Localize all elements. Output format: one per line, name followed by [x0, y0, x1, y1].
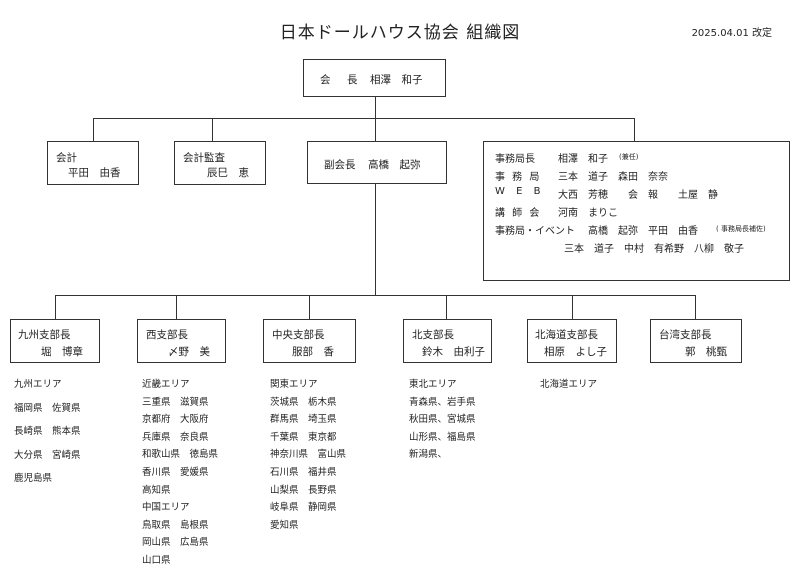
- vice-president-box: 副会長 高橋 起弥: [307, 141, 447, 184]
- connector-line: [375, 183, 376, 295]
- area-list-kyushu: 九州エリア 福岡県 佐賀県 長崎県 熊本県 大分県 宮崎県 鹿児島県: [14, 376, 81, 488]
- area-list-item: 九州エリア: [14, 379, 62, 390]
- secretariat-role: W E B: [495, 186, 545, 197]
- connector-line: [55, 295, 695, 296]
- area-list-item: 愛知県: [270, 519, 299, 531]
- president-role: 会 長: [320, 74, 361, 86]
- connector-line: [212, 118, 213, 141]
- area-list-item: 石川県 福井県: [270, 466, 337, 478]
- area-list-item: 山梨県 長野県: [270, 484, 337, 496]
- secretariat-names: 大西 芳穂 会 報 土屋 静: [558, 190, 718, 201]
- branch-box-kyushu: 九州支部長 堀 博章: [10, 319, 100, 363]
- secretariat-role: 事務局長: [495, 154, 535, 165]
- area-list-item: 神奈川県 富山県: [270, 449, 347, 461]
- area-list-item: 新潟県、: [409, 449, 448, 461]
- area-list-item: 鹿児島県: [14, 473, 53, 485]
- area-list-item: 長崎県 熊本県: [14, 426, 81, 438]
- secretariat-role: 事 務 局: [495, 172, 542, 183]
- connector-line: [572, 295, 573, 319]
- audit-role: 会計監査: [183, 152, 225, 164]
- area-list-item: 岡山県 広島県: [142, 537, 209, 549]
- area-list-item: 中国エリア: [142, 502, 190, 514]
- audit-name: 辰巳 恵: [207, 167, 249, 179]
- connector-line: [446, 295, 447, 319]
- branch-head-name: 〆野 美: [168, 346, 210, 358]
- connector-line: [375, 118, 376, 141]
- area-list-central: 関東エリア茨城県 栃木県群馬県 埼玉県千葉県 東京都神奈川県 富山県石川県 福井…: [270, 376, 346, 534]
- secretariat-names: 河南 まりこ: [558, 208, 618, 219]
- secretariat-box: 事務局長 相澤 和子 (兼任) 事 務 局 三本 道子 森田 奈奈 W E B …: [483, 141, 790, 281]
- connector-line: [93, 118, 635, 119]
- vice-president-name: 高橋 起弥: [368, 159, 421, 171]
- branch-box-west: 西支部長 〆野 美: [137, 319, 226, 363]
- branch-title: 北海道支部長: [535, 329, 598, 341]
- branch-head-name: 相原 よし子: [544, 346, 607, 358]
- connector-line: [375, 96, 376, 118]
- area-list-item: 茨城県 栃木県: [270, 396, 337, 408]
- branch-title: 台湾支部長: [659, 329, 712, 341]
- area-list-item: 山形県、福島県: [409, 431, 476, 443]
- branch-head-name: 郭 桃甄: [685, 346, 727, 358]
- audit-box: 会計監査 辰巳 恵: [174, 141, 266, 185]
- secretariat-note: (兼任): [619, 153, 639, 161]
- branch-head-name: 鈴木 由利子: [422, 346, 485, 358]
- area-list-item: 千葉県 東京都: [270, 431, 337, 443]
- branch-title: 九州支部長: [18, 329, 71, 341]
- secretariat-names: 三本 道子 中村 有希野 八柳 敬子: [564, 244, 744, 255]
- branch-box-hokkaido: 北海道支部長 相原 よし子: [527, 319, 617, 363]
- president-name: 相澤 和子: [370, 74, 423, 86]
- connector-line: [634, 118, 635, 141]
- vice-president-role: 副会長: [324, 159, 356, 171]
- area-list-item: 群馬県 埼玉県: [270, 414, 337, 426]
- connector-line: [93, 118, 94, 141]
- connector-line: [309, 295, 310, 319]
- accounting-box: 会計 平田 由香: [47, 141, 139, 185]
- revision-date: 2025.04.01 改定: [691, 28, 772, 39]
- secretariat-names: 相澤 和子: [558, 154, 608, 165]
- secretariat-note: ( 事務局長補佐): [716, 225, 766, 233]
- area-list-item: 青森県、岩手県: [409, 396, 476, 408]
- accounting-name: 平田 由香: [68, 167, 121, 179]
- area-list-item: 山口県: [142, 554, 171, 566]
- area-list-item: 東北エリア: [409, 379, 457, 390]
- area-list-item: 香川県 愛媛県: [142, 466, 209, 478]
- secretariat-names: 高橋 起弥 平田 由香: [588, 226, 698, 237]
- secretariat-role: 事務局・イベント: [495, 226, 575, 237]
- area-list-item: 岐阜県 静岡県: [270, 502, 337, 514]
- branch-box-central: 中央支部長 服部 香: [263, 319, 356, 363]
- area-list-hokkaido: 北海道エリア: [540, 376, 597, 394]
- president-box: 会 長 相澤 和子: [303, 59, 446, 97]
- branch-head-name: 堀 博章: [41, 346, 83, 358]
- secretariat-names: 三本 道子 森田 奈奈: [558, 172, 668, 183]
- secretariat-role: 講 師 会: [495, 208, 542, 219]
- area-list-item: 京都府 大阪府: [142, 414, 209, 426]
- branch-box-taiwan: 台湾支部長 郭 桃甄: [650, 319, 742, 363]
- accounting-role: 会計: [56, 152, 77, 164]
- area-list-item: 鳥取県 島根県: [142, 519, 209, 531]
- area-list-item: 三重県 滋賀県: [142, 396, 209, 408]
- area-list-item: 福岡県 佐賀県: [14, 402, 81, 414]
- page-title: 日本ドールハウス協会 組織図: [279, 23, 521, 43]
- area-list-item: 秋田県、宮城県: [409, 414, 476, 426]
- branch-title: 北支部長: [412, 329, 454, 341]
- branch-title: 中央支部長: [272, 329, 325, 341]
- area-list-item: 和歌山県 徳島県: [142, 449, 219, 461]
- area-list-item: 大分県 宮崎県: [14, 449, 81, 461]
- branch-box-north: 北支部長 鈴木 由利子: [403, 319, 492, 363]
- area-list-item: 高知県: [142, 484, 171, 496]
- area-list-north: 東北エリア青森県、岩手県秋田県、宮城県山形県、福島県新潟県、: [409, 376, 476, 464]
- branch-title: 西支部長: [146, 329, 188, 341]
- connector-line: [55, 295, 56, 319]
- connector-line: [176, 295, 177, 319]
- connector-line: [695, 295, 696, 319]
- branch-head-name: 服部 香: [292, 346, 334, 358]
- area-list-west: 近畿エリア三重県 滋賀県京都府 大阪府兵庫県 奈良県和歌山県 徳島県香川県 愛媛…: [142, 376, 218, 570]
- area-list-item: 近畿エリア: [142, 379, 190, 390]
- area-list-item: 兵庫県 奈良県: [142, 431, 209, 443]
- area-list-item: 関東エリア: [270, 379, 318, 390]
- area-list-item: 北海道エリア: [540, 379, 598, 390]
